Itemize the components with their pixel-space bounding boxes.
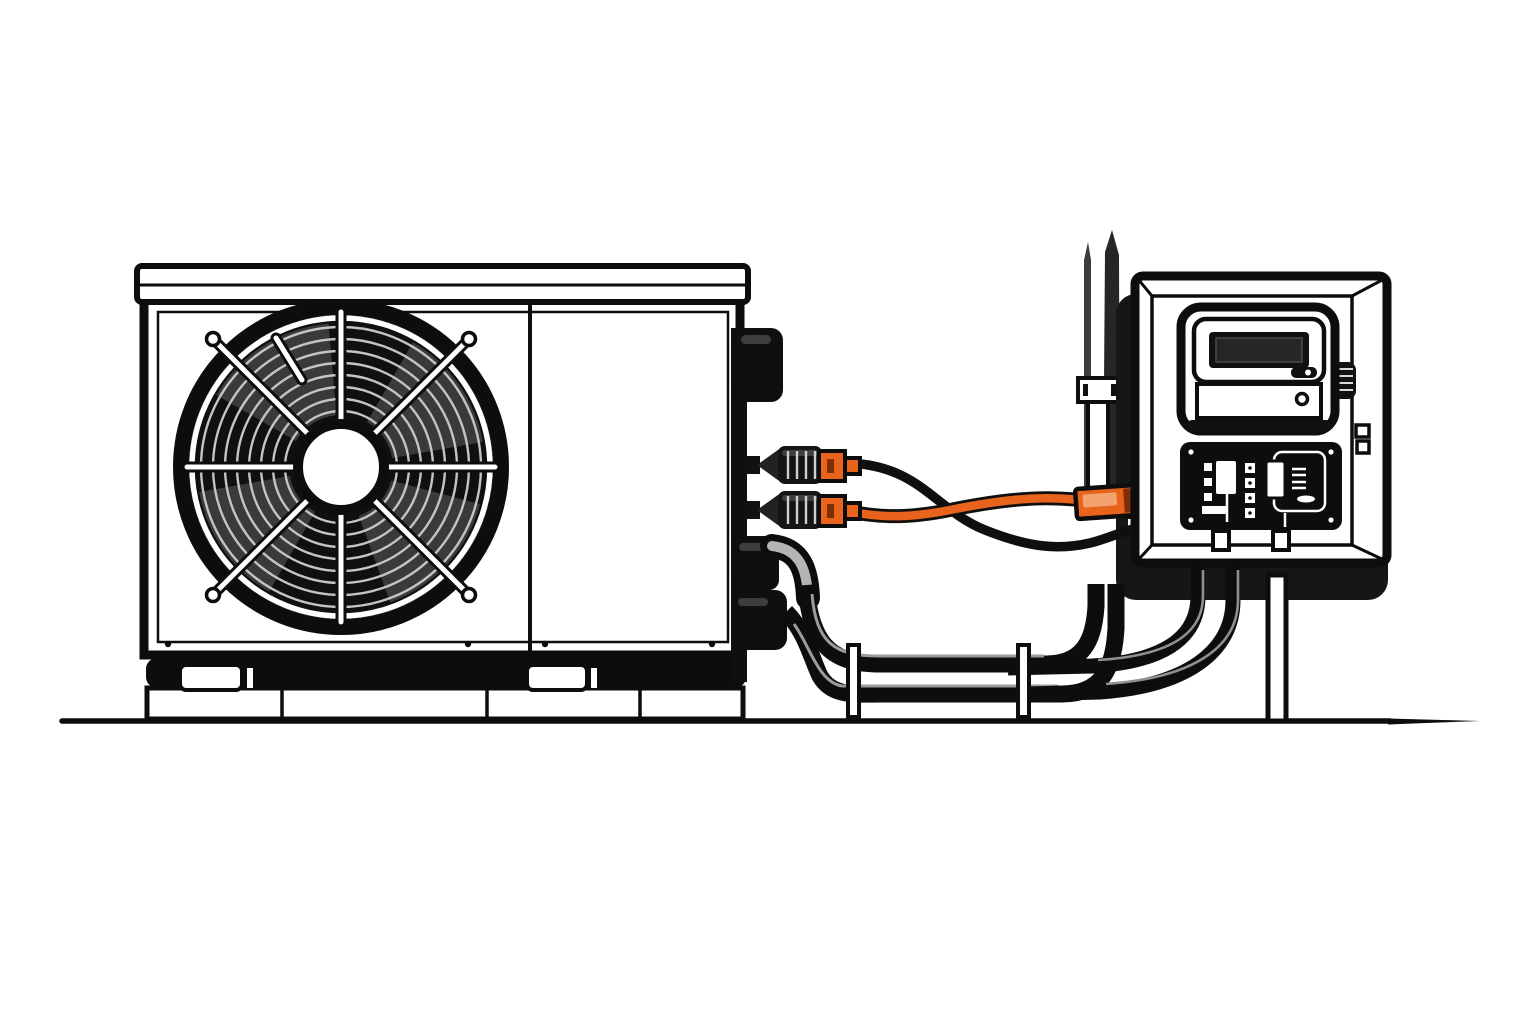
connector-stub (744, 456, 760, 474)
collar-tick (1083, 384, 1088, 396)
control-box (1130, 271, 1392, 568)
ground-line-taper (1388, 718, 1480, 725)
orange-cable (842, 493, 1099, 521)
connector-cone (757, 492, 782, 528)
junction-box-highlight (741, 335, 771, 344)
display-unit (1176, 302, 1340, 436)
fan-hub (293, 419, 389, 515)
pipe-lower-highlight (792, 623, 1058, 688)
key-dot (1248, 466, 1252, 470)
box-bevel-corners (1136, 277, 1385, 562)
panel-screw (1328, 449, 1334, 455)
collar-tab (843, 456, 862, 476)
box-drop-pipe-1-highlight (1097, 570, 1205, 662)
conduit-pipe (1086, 394, 1110, 502)
pipe-lower (779, 584, 1125, 703)
collar-tick (1111, 384, 1116, 396)
foot-tick-right (591, 668, 597, 688)
panel-button-column (1245, 463, 1255, 518)
screw-dot (464, 640, 472, 648)
collar-slot (827, 459, 834, 473)
lcd-screen (1215, 337, 1303, 363)
fan-assembly (173, 299, 509, 635)
unit-plinth (144, 685, 746, 722)
foot-tick-left (247, 668, 253, 688)
key-dot (1248, 511, 1252, 515)
cable-gland (1271, 529, 1291, 552)
screw-dot (541, 640, 549, 648)
status-button-dot (1305, 369, 1311, 376)
screw-dot (708, 640, 716, 648)
pipe-upper (797, 584, 1105, 673)
grille-clip (460, 586, 478, 604)
collar-slot (827, 504, 834, 518)
cable-clamp (1072, 482, 1140, 522)
display-bottom-shadow (1188, 420, 1330, 431)
panel-slider-bar (1202, 506, 1228, 514)
pipe-run (779, 566, 1289, 724)
junction-box-top (735, 328, 783, 402)
cables (840, 458, 1146, 552)
barrel-highlight (782, 450, 818, 456)
connector-bottom (744, 491, 862, 529)
screw-dot (164, 640, 172, 648)
key-dot (1248, 496, 1252, 500)
junction-box-highlight (739, 543, 765, 551)
pipe-clamp (1016, 643, 1031, 719)
plinth-joints (280, 690, 642, 717)
collar-tab (843, 501, 862, 521)
vent-lines (1292, 467, 1306, 490)
pipe-clamp (846, 643, 861, 719)
panel-screw (1188, 449, 1194, 455)
spoke (184, 309, 498, 625)
black-cable (842, 458, 1146, 552)
cable-gland (1211, 529, 1231, 552)
key-dot (1248, 481, 1252, 485)
fan-blade-shadow (216, 323, 337, 441)
unit-base (146, 658, 746, 692)
barrel-ribs (786, 451, 817, 479)
side-square (1355, 439, 1371, 455)
panel-button-small (1204, 463, 1212, 471)
keypad-panel (1180, 442, 1342, 530)
box-drop-pipe-2 (1027, 566, 1241, 702)
fan-blade-shadow (199, 476, 315, 592)
box-drop-pipe-2-highlight (1105, 570, 1240, 686)
box-drop-pipe-1 (1007, 566, 1206, 676)
fan-blade-shadow (367, 342, 483, 458)
grille-clip (204, 586, 222, 604)
unit-inner-frame (156, 310, 730, 644)
rocker-switch (1264, 459, 1287, 500)
support-pole (1265, 572, 1289, 724)
connector-top (744, 446, 862, 484)
connector-cone (757, 447, 782, 483)
panel-button-small (1204, 493, 1212, 501)
panel-button-small (1204, 478, 1212, 486)
panel-button-large (1216, 461, 1236, 494)
side-square (1354, 423, 1371, 439)
panel-screw (1328, 517, 1334, 523)
wall-conduit (1076, 376, 1124, 502)
pipe-upper-highlight (810, 593, 1044, 658)
plinth-slab (144, 685, 746, 722)
indicator-light (1294, 391, 1310, 407)
unit-foot-right (525, 663, 589, 692)
knob-ridges (1336, 368, 1353, 391)
grille-clip (460, 330, 478, 348)
clamp-highlight (1082, 492, 1118, 508)
grille-clip (204, 330, 222, 348)
barrel-highlight (782, 495, 818, 501)
panel-screw (1188, 517, 1194, 523)
cable-glands (1211, 529, 1291, 552)
barrel-ribs (786, 496, 817, 524)
junction-box-highlight (738, 598, 768, 606)
panel-oval-label (1297, 495, 1315, 503)
box-inner-frame (1150, 294, 1354, 547)
status-button (1291, 367, 1317, 378)
connector-stub (744, 501, 760, 519)
unit-foot-left (178, 663, 244, 692)
